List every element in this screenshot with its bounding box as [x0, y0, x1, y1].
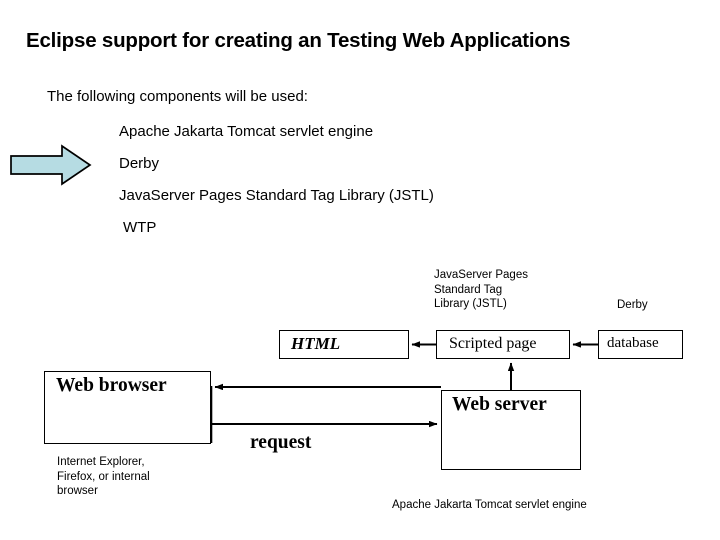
annotation-jstl: JavaServer Pages Standard Tag Library (J…	[434, 269, 528, 310]
diagram-box-database-label: database	[607, 335, 659, 351]
intro-text: The following components will be used:	[47, 88, 308, 105]
diagram-box-web-server: Web server	[441, 390, 581, 470]
diagram-box-web-browser-label: Web browser	[56, 375, 167, 396]
component-item-wtp: WTP	[123, 219, 157, 236]
annotation-request: request	[250, 432, 312, 453]
annotation-browsers: Internet Explorer, Firefox, or internal …	[57, 456, 150, 497]
diagram-box-web-server-label: Web server	[452, 394, 547, 415]
diagram-box-scripted-page-label: Scripted page	[449, 335, 537, 352]
annotation-tomcat: Apache Jakarta Tomcat servlet engine	[392, 499, 587, 511]
diagram-box-database: database	[598, 330, 683, 359]
component-item-tomcat: Apache Jakarta Tomcat servlet engine	[119, 123, 374, 140]
component-item-derby: Derby	[119, 155, 160, 172]
diagram-box-scripted-page: Scripted page	[436, 330, 570, 359]
page-title: Eclipse support for creating an Testing …	[26, 29, 571, 52]
diagram-box-web-browser: Web browser	[44, 371, 211, 444]
right-arrow-callout-icon	[10, 144, 92, 186]
diagram-box-html: HTML	[279, 330, 409, 359]
component-item-jstl: JavaServer Pages Standard Tag Library (J…	[119, 187, 434, 204]
diagram-box-html-label: HTML	[291, 334, 341, 353]
annotation-derby: Derby	[617, 299, 648, 311]
